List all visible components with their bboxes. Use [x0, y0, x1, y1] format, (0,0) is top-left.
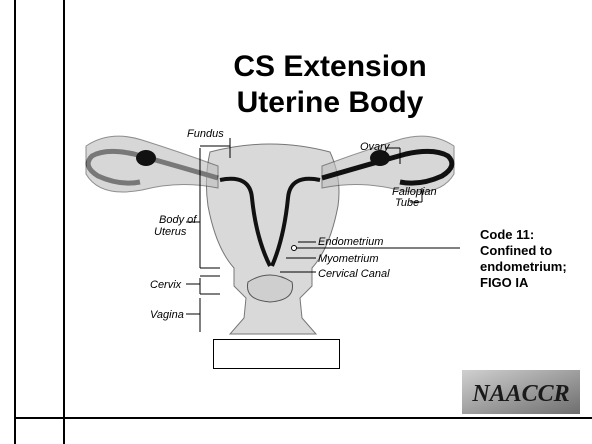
code-annotation-line4: FIGO IA: [480, 275, 590, 291]
code-annotation: Code 11: Confined to endometrium; FIGO I…: [480, 227, 590, 291]
code-annotation-line3: endometrium;: [480, 259, 590, 275]
label-myometrium: Myometrium: [318, 253, 379, 265]
label-fundus: Fundus: [187, 128, 224, 140]
label-endometrium: Endometrium: [318, 236, 383, 248]
left-border-line: [14, 0, 16, 444]
label-fallopian-tube-2: Tube: [395, 197, 419, 209]
naaccr-logo: NAACCR: [462, 370, 580, 414]
code-annotation-line1: Code 11:: [480, 227, 590, 243]
label-ovary: Ovary: [360, 141, 389, 153]
left-margin-line: [63, 0, 65, 444]
blank-caption-box: [213, 339, 340, 369]
cervix-shape: [247, 275, 292, 302]
slide-title-line2: Uterine Body: [180, 86, 480, 120]
naaccr-logo-text: NAACCR: [471, 381, 569, 407]
slide-title-line1: CS Extension: [180, 50, 480, 84]
uterus-diagram: [80, 118, 460, 338]
label-body-of-uterus-1: Body of: [159, 214, 196, 226]
code-annotation-line2: Confined to: [480, 243, 590, 259]
label-cervical-canal: Cervical Canal: [318, 268, 390, 280]
bottom-rule: [14, 417, 592, 419]
label-cervix: Cervix: [150, 279, 181, 291]
label-body-of-uterus-2: Uterus: [154, 226, 186, 238]
label-vagina: Vagina: [150, 309, 184, 321]
left-ovary: [136, 150, 156, 166]
